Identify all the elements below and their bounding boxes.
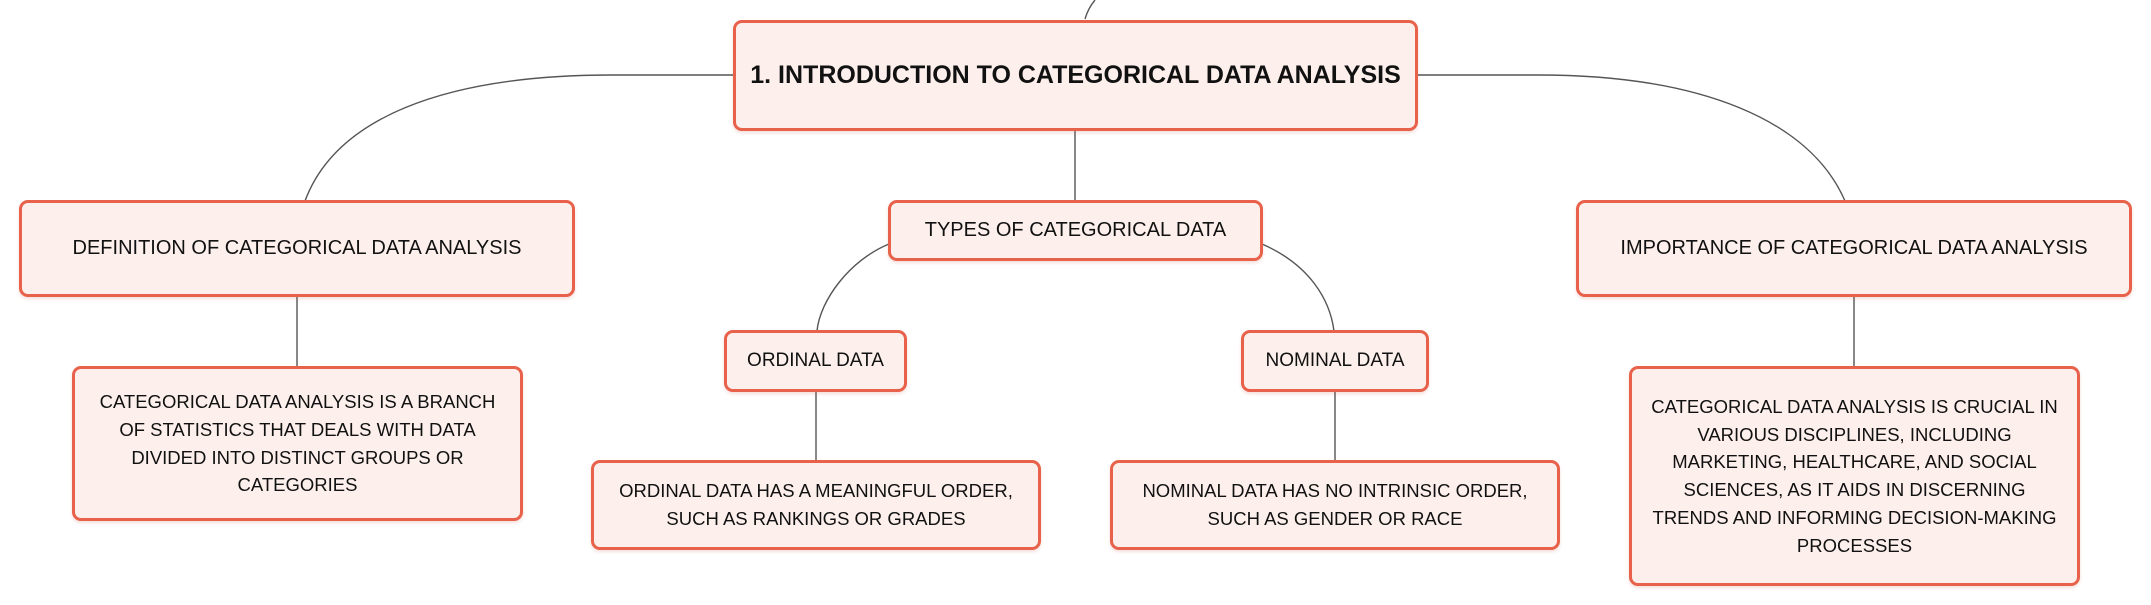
nominal-data-node[interactable]: NOMINAL DATA [1241, 330, 1429, 392]
connector-types-to-ordinal [816, 243, 890, 332]
connector-root-to-definition [304, 74, 733, 202]
definition-node[interactable]: DEFINITION OF CATEGORICAL DATA ANALYSIS [19, 200, 575, 297]
root-topic-node[interactable]: 1. INTRODUCTION TO CATEGORICAL DATA ANAL… [733, 20, 1418, 131]
ordinal-detail-node[interactable]: ORDINAL DATA HAS A MEANINGFUL ORDER, SUC… [591, 460, 1041, 550]
connector-parent-to-root [1084, 0, 1096, 20]
nominal-detail-node[interactable]: NOMINAL DATA HAS NO INTRINSIC ORDER, SUC… [1110, 460, 1560, 550]
connector-root-to-importance [1418, 74, 1846, 202]
definition-detail-node[interactable]: CATEGORICAL DATA ANALYSIS IS A BRANCH OF… [72, 366, 523, 521]
connector-types-to-nominal [1261, 243, 1335, 332]
ordinal-data-node[interactable]: ORDINAL DATA [724, 330, 907, 392]
types-node[interactable]: TYPES OF CATEGORICAL DATA [888, 200, 1263, 261]
importance-node[interactable]: IMPORTANCE OF CATEGORICAL DATA ANALYSIS [1576, 200, 2132, 297]
importance-detail-node[interactable]: CATEGORICAL DATA ANALYSIS IS CRUCIAL IN … [1629, 366, 2080, 586]
